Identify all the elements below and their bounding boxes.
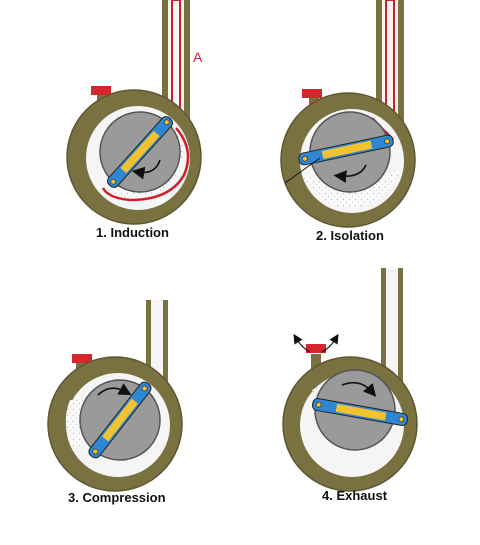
vane-center (102, 398, 138, 442)
vane-tip (384, 138, 390, 145)
stage-label: 1. Induction (96, 225, 169, 240)
stage-exhaust: 4. Exhaust (282, 268, 418, 503)
vane-tip (302, 155, 308, 162)
inlet-valve (72, 354, 92, 363)
gas-pocket (312, 385, 322, 400)
pointer-line (284, 157, 321, 184)
vane-tip (315, 401, 322, 408)
vane-tip (163, 119, 170, 126)
inlet-valve (302, 89, 322, 98)
exhaust-arrow-right (321, 333, 339, 353)
vane-center (335, 403, 387, 421)
marker-label-a: A (193, 49, 203, 65)
rotation-arrow (97, 383, 132, 396)
rotation-arrow (341, 381, 377, 397)
stage-label: 4. Exhaust (322, 488, 388, 503)
vane-tip (398, 416, 405, 423)
rotation-arrow (333, 164, 367, 184)
rotation-arrow (131, 159, 161, 180)
vane-tip (92, 448, 99, 455)
stage-label: 3. Compression (68, 490, 166, 505)
vane-tip (110, 178, 117, 185)
inlet-valve (306, 344, 326, 353)
outlet-tube-bore (386, 268, 398, 400)
vane-center (321, 140, 373, 159)
exhaust-arrow-left (293, 333, 311, 353)
stage-induction: A 1. Induction (66, 0, 203, 240)
vane-center (120, 130, 160, 174)
gas-highlight (101, 127, 190, 202)
stage-label: 2. Isolation (316, 228, 384, 243)
inlet-valve (91, 86, 111, 95)
stage-isolation: 2. Isolation (280, 0, 416, 243)
stage-compression: 3. Compression (47, 300, 183, 505)
vane-tip (141, 385, 148, 392)
